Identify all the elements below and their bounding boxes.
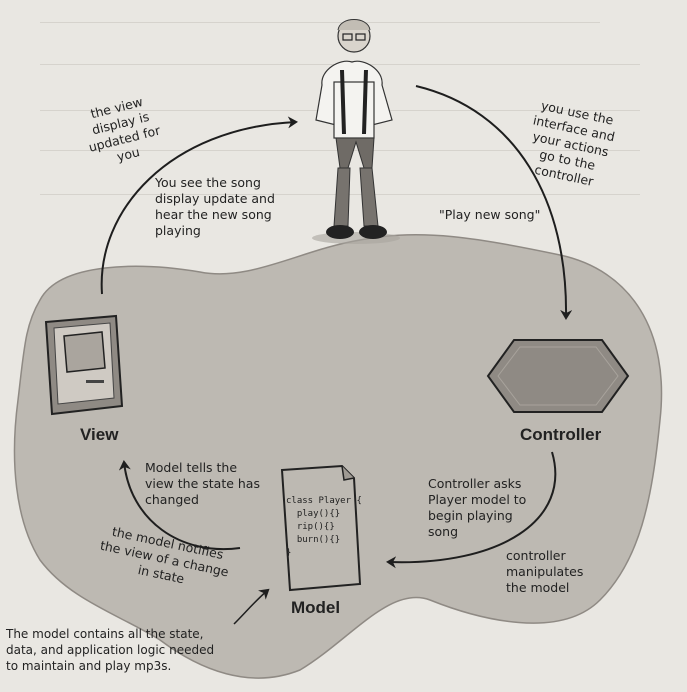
- arrow-note-to-model: [233, 588, 270, 625]
- monitor-icon: [44, 314, 124, 416]
- note-controller-asks: Controller asks Player model to begin pl…: [428, 476, 527, 539]
- arrow-view-to-person: [100, 116, 298, 295]
- view-label: View: [80, 425, 119, 444]
- hexagon-controller-icon: [486, 339, 630, 413]
- note-see-song-update: You see the song display update and hear…: [155, 175, 275, 238]
- person-figure-icon: [312, 19, 400, 244]
- note-play-new-song: "Play new song": [439, 207, 541, 222]
- arrow-person-to-controller: [415, 85, 573, 320]
- model-label: Model: [291, 598, 341, 617]
- model-code: class Player { play(){} rip(){} burn(){}…: [286, 496, 362, 558]
- controller-label: Controller: [520, 425, 602, 444]
- arrow-controller-to-model: [386, 451, 557, 569]
- bg-faded-line: [40, 22, 600, 23]
- arrow-model-to-view: [118, 460, 241, 551]
- note-controller-manipulates: controller manipulates the model: [506, 548, 584, 595]
- document-model-icon: [280, 464, 362, 592]
- blob-backdrop: [13, 234, 663, 679]
- note-model-contains: The model contains all the state, data, …: [6, 627, 215, 673]
- note-model-tells: Model tells the view the state has chang…: [145, 460, 260, 507]
